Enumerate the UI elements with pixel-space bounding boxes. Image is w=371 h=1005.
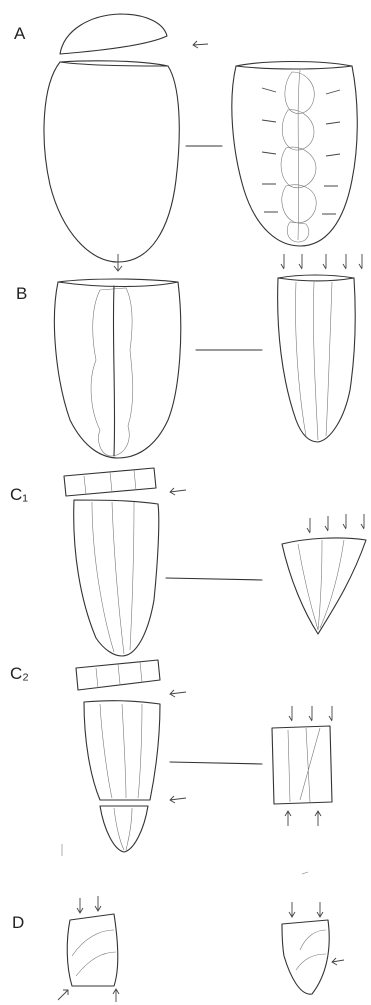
flake-ridges <box>92 502 134 654</box>
core-tip <box>100 806 148 852</box>
core-outline <box>54 279 180 458</box>
exhausted-core <box>67 914 118 986</box>
flake-ridges <box>295 282 332 440</box>
arrow-left <box>170 488 186 495</box>
flake-scar-column <box>91 288 133 456</box>
tip-ridges <box>114 808 132 850</box>
arrow-up-left <box>58 990 68 1000</box>
arrow-left <box>170 690 186 697</box>
arrows-down <box>289 902 323 917</box>
panel-a-drawings <box>44 14 357 262</box>
cap-fragment <box>60 14 167 54</box>
small-core <box>282 538 366 634</box>
arrows-up <box>285 811 321 826</box>
connector-line <box>166 578 262 580</box>
arrow-left <box>170 796 186 803</box>
ridge-line <box>298 70 300 240</box>
prismatic-core <box>278 275 356 442</box>
panel-c2-drawings <box>62 660 332 874</box>
ridge-line <box>113 286 114 456</box>
panel-b-drawings <box>54 254 362 458</box>
core-outline-flaked <box>232 62 357 247</box>
arrow-down <box>114 254 122 271</box>
arrows-down <box>281 254 362 269</box>
arrows-down <box>307 514 364 533</box>
arrows-down <box>77 896 101 913</box>
platform-edge <box>236 66 352 69</box>
tick-mark <box>62 844 308 874</box>
core-scar <box>296 930 326 970</box>
arrows-down <box>289 706 332 721</box>
platform-edge <box>58 282 178 287</box>
segment-ridges <box>100 704 142 798</box>
platform-edge <box>60 62 168 66</box>
arrow-left <box>193 41 208 48</box>
flake-scar <box>282 185 316 223</box>
core-segment <box>84 701 160 800</box>
arrows-right <box>262 88 340 214</box>
small-exhausted-core <box>282 920 329 994</box>
core-scar <box>72 930 116 976</box>
small-core-ridges <box>298 540 344 630</box>
arrow-left <box>332 958 344 965</box>
cylinder-ridges <box>288 728 320 802</box>
platform-edge <box>278 278 354 281</box>
panel-c1-drawings <box>64 468 366 656</box>
arrow-up <box>113 989 119 1002</box>
core-outline <box>44 61 179 262</box>
connector-line <box>170 762 262 764</box>
panel-d-drawings <box>58 896 344 1002</box>
